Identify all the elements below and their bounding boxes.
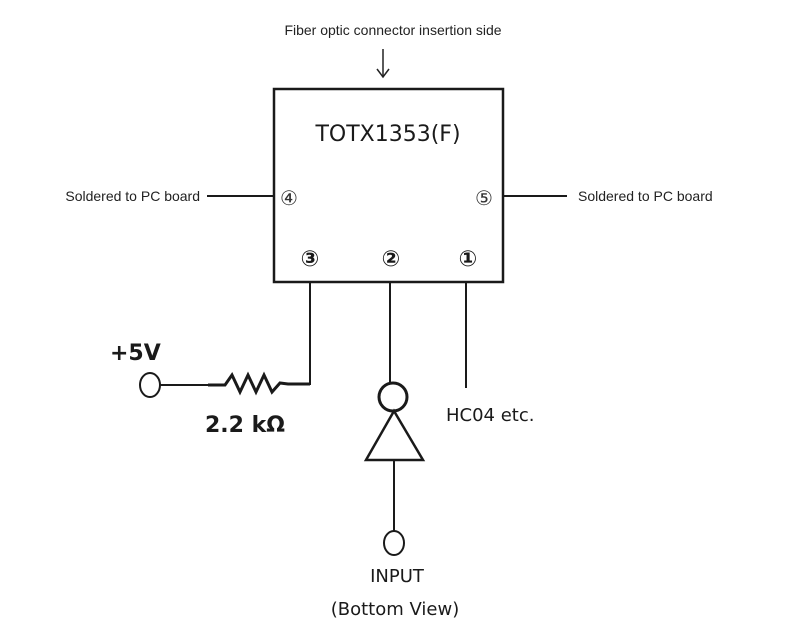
supply-terminal-icon bbox=[139, 372, 161, 398]
pin-5-label: ⑤ bbox=[475, 186, 493, 210]
input-label: INPUT bbox=[370, 566, 425, 587]
inverter-gate-icon bbox=[363, 381, 426, 462]
input-terminal-icon bbox=[383, 530, 405, 556]
insertion-side-label: Fiber optic connector insertion side bbox=[284, 22, 501, 38]
resistor-value-label: 2.2 kΩ bbox=[205, 413, 285, 438]
pin-2-label: ② bbox=[382, 247, 401, 272]
right-solder-label: Soldered to PC board bbox=[578, 188, 713, 204]
pin-1-label: ① bbox=[459, 247, 478, 272]
device-package bbox=[272, 87, 505, 284]
pin-3-label: ③ bbox=[301, 247, 320, 272]
part-number: TOTX1353(F) bbox=[314, 122, 460, 147]
bottom-view-label: (Bottom View) bbox=[331, 599, 460, 620]
pin-4-label: ④ bbox=[280, 186, 298, 210]
resistor-icon bbox=[208, 371, 310, 396]
supply-voltage-label: +5V bbox=[110, 341, 161, 366]
left-solder-label: Soldered to PC board bbox=[65, 188, 200, 204]
gate-label: HC04 etc. bbox=[446, 405, 534, 426]
down-arrow-icon bbox=[376, 49, 390, 79]
